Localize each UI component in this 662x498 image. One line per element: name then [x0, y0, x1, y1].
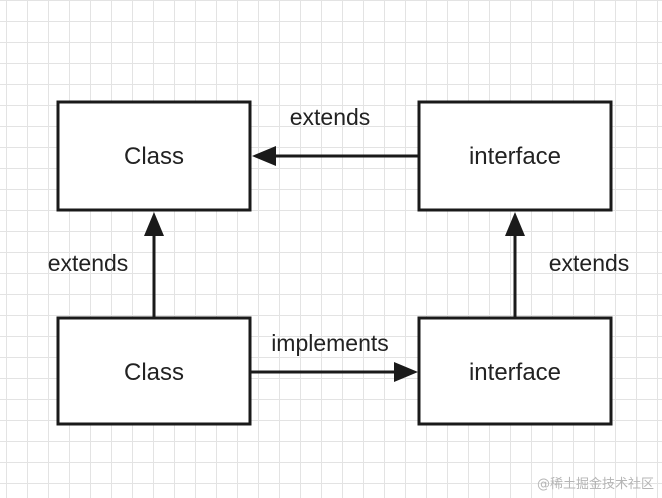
edge-interface-top-to-class-top — [252, 146, 418, 166]
node-label-class-bottom: Class — [124, 359, 184, 386]
edge-interface-bottom-to-interface-top — [505, 212, 525, 318]
node-box — [56, 100, 252, 212]
edge-class-bottom-to-class-top — [144, 212, 164, 318]
watermark-text: @稀土掘金技术社区 — [536, 477, 654, 492]
node-box — [417, 316, 613, 426]
node-label-class-top: Class — [124, 143, 184, 170]
node-interface-top: interface — [417, 100, 613, 212]
arrowhead-right-icon — [394, 362, 418, 382]
edge-label-class-bottom-to-class-top: extends — [48, 250, 129, 276]
edge-class-bottom-to-interface-bottom — [251, 362, 418, 382]
node-class-bottom: Class — [56, 316, 252, 426]
edge-label-interface-to-class-top: extends — [290, 104, 371, 130]
node-label-interface-bottom: interface — [469, 359, 561, 386]
arrowhead-left-icon — [252, 146, 276, 166]
node-box — [56, 316, 252, 426]
edge-label-class-bottom-to-interface-bottom: implements — [271, 330, 389, 356]
arrowhead-up-icon — [144, 212, 164, 236]
node-interface-bottom: interface — [417, 316, 613, 426]
arrowhead-up-icon — [505, 212, 525, 236]
edge-label-interface-bottom-to-interface-top: extends — [549, 250, 630, 276]
node-box — [417, 100, 613, 212]
node-label-interface-top: interface — [469, 143, 561, 170]
node-class-top: Class — [56, 100, 252, 212]
